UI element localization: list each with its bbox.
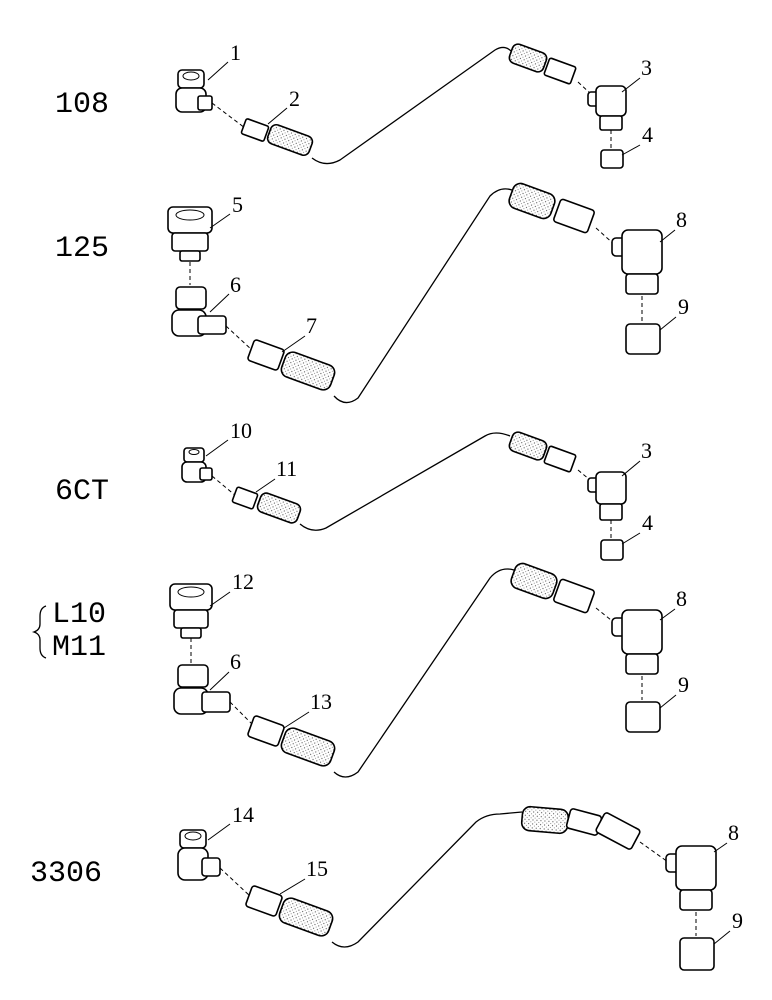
part-number-3: 3 (641, 438, 652, 463)
engine-label-l10: L10 (52, 598, 106, 632)
hose-assembly-108 (211, 43, 593, 165)
adapter-fitting-12 (169, 583, 213, 664)
engine-label-108: 108 (55, 88, 109, 122)
nut-9 (625, 701, 661, 733)
part-number-4: 4 (642, 122, 653, 147)
assembly-3306: 3306 14 15 8 (30, 802, 743, 971)
part-number-6: 6 (230, 272, 241, 297)
hose-assembly-125 (225, 182, 617, 404)
elbow-fitting-6 (171, 286, 227, 337)
hose-assembly-6ct (211, 431, 591, 531)
part-number-8: 8 (728, 820, 739, 845)
engine-label-3306: 3306 (30, 857, 102, 891)
part-number-3: 3 (641, 55, 652, 80)
assembly-108: 108 1 2 3 (55, 40, 653, 169)
part-number-14: 14 (232, 802, 254, 827)
nut-4 (600, 539, 624, 561)
assembly-125: 125 (55, 182, 689, 404)
elbow-fitting-8 (611, 609, 663, 700)
part-number-1: 1 (230, 40, 241, 65)
nut-4 (600, 149, 624, 169)
part-number-12: 12 (232, 569, 254, 594)
elbow-fitting-14 (177, 829, 221, 881)
part-number-5: 5 (232, 192, 243, 217)
hose-assembly-3306 (219, 805, 669, 948)
part-number-8: 8 (676, 586, 687, 611)
assembly-l10-m11: L10 M11 (31, 562, 689, 778)
elbow-fitting-3 (587, 471, 627, 538)
nut-9 (679, 937, 715, 971)
curly-brace (31, 605, 47, 659)
elbow-fitting-1 (175, 69, 213, 113)
part-number-15: 15 (306, 856, 328, 881)
elbow-fitting-3 (587, 85, 627, 148)
part-number-4: 4 (642, 510, 653, 535)
nut-9 (625, 323, 661, 355)
elbow-fitting-10 (181, 447, 213, 483)
elbow-fitting-8 (665, 845, 717, 936)
engine-label-6ct: 6CT (55, 475, 109, 509)
engine-label-125: 125 (55, 232, 109, 266)
part-number-10: 10 (230, 418, 252, 443)
part-number-13: 13 (310, 689, 332, 714)
hose-assembly-l10-m11 (229, 562, 617, 778)
part-number-11: 11 (276, 456, 297, 481)
elbow-fitting-6 (173, 664, 231, 715)
part-number-2: 2 (289, 86, 300, 111)
part-number-6: 6 (230, 649, 241, 674)
part-number-9: 9 (732, 908, 743, 933)
part-number-9: 9 (678, 672, 689, 697)
assembly-6ct: 6CT 10 11 3 4 (55, 418, 653, 561)
part-number-8: 8 (676, 207, 687, 232)
engine-label-m11: M11 (52, 631, 106, 665)
part-number-7: 7 (306, 313, 317, 338)
adapter-fitting-5 (167, 206, 213, 285)
part-number-9: 9 (678, 294, 689, 319)
elbow-fitting-8 (611, 229, 663, 322)
